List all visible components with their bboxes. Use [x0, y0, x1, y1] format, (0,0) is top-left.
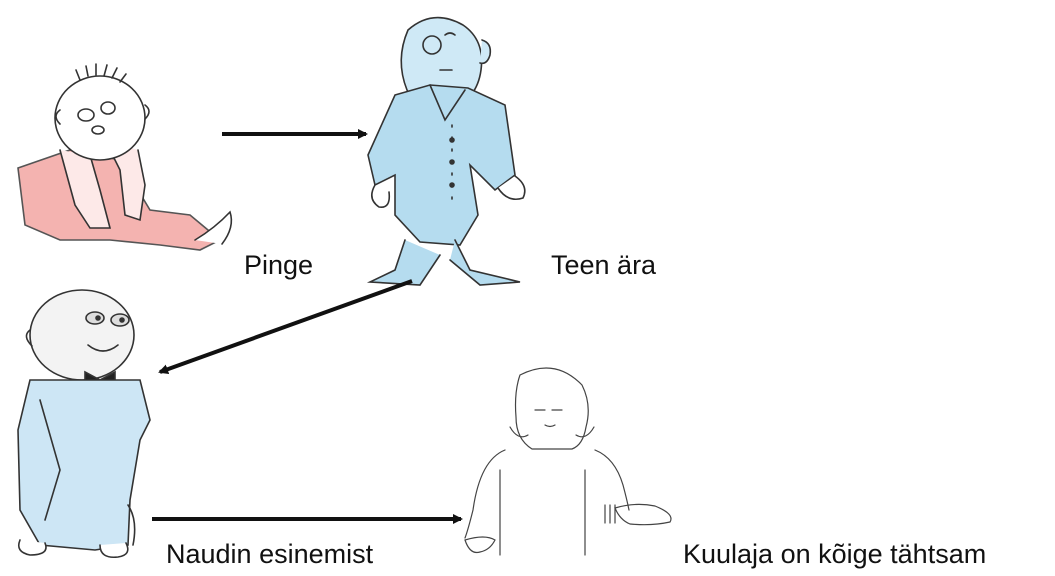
arrow-action-to-enjoy	[160, 281, 412, 372]
smiling-man-bowtie-figure	[18, 290, 150, 557]
label-do-it: Teen ära	[551, 252, 656, 279]
label-listener-most-important: Kuulaja on kõige tähtsam	[683, 541, 986, 568]
worried-sitting-child-figure	[18, 64, 231, 250]
label-tension: Pinge	[244, 252, 313, 279]
label-enjoy-performing: Naudin esinemist	[166, 541, 373, 568]
standing-man-suit-figure	[368, 18, 525, 285]
listener-person-figure	[465, 368, 671, 555]
